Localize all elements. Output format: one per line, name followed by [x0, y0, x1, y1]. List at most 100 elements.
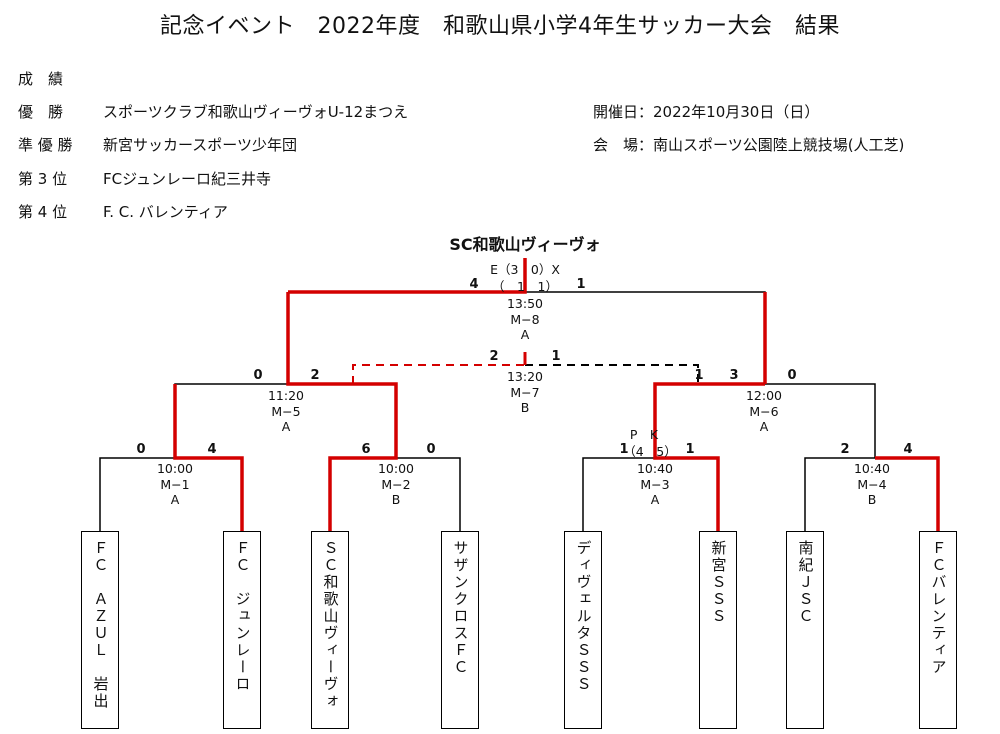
m3-left-score: 1: [619, 442, 629, 457]
winner-path-m8: [288, 258, 527, 294]
event-date: 開催日：2022年10月30日（日）: [593, 103, 820, 121]
m5-time: 11:20: [267, 388, 305, 403]
team-box-8: ＦＣバレンティア: [919, 531, 957, 729]
rank-label-3: 第 3 位: [18, 170, 68, 188]
m8-code: M−8: [510, 311, 540, 327]
bracket-line-m7-right: [525, 364, 699, 384]
bracket-lines-winner: [173, 258, 940, 531]
m5-right-score: 2: [310, 368, 320, 383]
m7-time: 13:20: [506, 369, 544, 384]
team-box-4: サザンクロスＦＣ: [441, 531, 479, 729]
rank-team-1: スポーツクラブ和歌山ヴィーヴォU-12まつえ: [103, 103, 409, 121]
team-name-6: 新宮ＳＳＳ: [709, 540, 728, 625]
m5-left-score: 0: [253, 368, 263, 383]
results-heading: 成 績: [18, 70, 64, 88]
m4-info: 10:40 M−4 B: [854, 461, 890, 508]
m1-code: M−1: [160, 476, 190, 492]
m6-time: 12:00: [745, 388, 783, 403]
team-name-3: ＳＣ和歌山ヴィーヴォ: [321, 540, 340, 710]
m8-right-score: 1: [576, 277, 586, 292]
bracket-line-m3-left: [582, 457, 655, 531]
m6-left-score-bracket: 1: [694, 368, 704, 383]
m7-info: 13:20 M−7 B: [507, 369, 543, 416]
team-box-2: ＦＣ ジュンレーロ: [223, 531, 261, 729]
team-name-2: ＦＣ ジュンレーロ: [233, 540, 252, 693]
team-box-6: 新宮ＳＳＳ: [699, 531, 737, 729]
m1-time: 10:00: [156, 461, 194, 476]
page-title: 記念イベント 2022年度 和歌山県小学4年生サッカー大会 結果: [160, 14, 840, 39]
m5-info: 11:20 M−5 A: [268, 388, 304, 435]
team-box-1: ＦＣ ＡＺＵＬ 岩出: [81, 531, 119, 729]
team-name-7: 南紀ＪＳＣ: [796, 540, 815, 625]
rank-label-2: 準 優 勝: [18, 136, 73, 154]
winner-path-m3: [653, 382, 765, 531]
m3-code: M−3: [640, 476, 670, 492]
m3-time: 10:40: [636, 461, 674, 476]
event-venue: 会 場：南山スポーツ公園陸上競技場(人工芝): [593, 136, 905, 154]
m8-extra-time: E（3 0）X: [490, 262, 560, 277]
bracket-lines-normal: [99, 291, 876, 531]
rank-team-2: 新宮サッカースポーツ少年団: [103, 136, 297, 154]
bracket-line-m1-left: [99, 457, 175, 531]
team-box-7: 南紀ＪＳＣ: [786, 531, 824, 729]
m6-right-score: 0: [787, 368, 797, 383]
team-box-3: ＳＣ和歌山ヴィーヴォ: [311, 531, 349, 729]
m4-time: 10:40: [853, 461, 891, 476]
winner-path-m2: [328, 382, 398, 531]
m2-code: M−2: [381, 476, 411, 492]
m4-right-score: 4: [903, 442, 913, 457]
m8-half-scores: （ 1 1）: [492, 279, 558, 294]
m2-right-score: 0: [426, 442, 436, 457]
m6-code: M−6: [749, 403, 779, 419]
m7-code: M−7: [510, 384, 540, 400]
m1-left-score: 0: [136, 442, 146, 457]
champion-label: SC和歌山ヴィーヴォ: [449, 235, 601, 254]
m2-info: 10:00 M−2 B: [378, 461, 414, 508]
rank-team-3: FCジュンレーロ紀三井寺: [103, 170, 272, 188]
m8-field: A: [520, 327, 530, 342]
m2-time: 10:00: [377, 461, 415, 476]
m7-left-score: 2: [489, 349, 499, 364]
m2-field: B: [391, 492, 401, 507]
m3-info: 10:40 M−3 A: [637, 461, 673, 508]
m7-field: B: [520, 400, 530, 415]
winner-path-m1: [173, 384, 244, 531]
m7-right-score: 1: [551, 349, 561, 364]
m8-time: 13:50: [506, 296, 544, 311]
m4-code: M−4: [857, 476, 887, 492]
m4-field: B: [867, 492, 877, 507]
m8-info: 13:50 M−8 A: [507, 296, 543, 343]
m1-field: A: [170, 492, 180, 507]
bracket-line-m6-right: [765, 383, 876, 458]
team-name-4: サザンクロスＦＣ: [451, 540, 470, 676]
m3-field: A: [650, 492, 660, 507]
winner-path-m7: [352, 364, 525, 384]
bracket-line-m4-left: [804, 457, 875, 531]
bracket-lines-m7-winner: [352, 364, 525, 384]
team-name-1: ＦＣ ＡＺＵＬ 岩出: [91, 540, 110, 710]
m1-right-score: 4: [207, 442, 217, 457]
team-name-8: ＦＣバレンティア: [929, 540, 948, 676]
bracket-line-m2-right: [396, 457, 461, 531]
bracket-lines-m7-dashed: [525, 364, 699, 384]
m2-left-score: 6: [361, 442, 371, 457]
team-box-5: ディヴェルタＳＳＳ: [564, 531, 602, 729]
rank-label-1: 優 勝: [18, 103, 64, 121]
m3-pk-score: （4 5）: [623, 444, 677, 459]
rank-label-4: 第 4 位: [18, 203, 68, 221]
m5-code: M−5: [271, 403, 301, 419]
m6-field: A: [759, 419, 769, 434]
m4-left-score: 2: [840, 442, 850, 457]
winner-path-m4: [875, 456, 940, 531]
m1-info: 10:00 M−1 A: [157, 461, 193, 508]
m3-pk-label: P K: [629, 427, 659, 442]
m6-left-score: 3: [729, 368, 739, 383]
team-name-5: ディヴェルタＳＳＳ: [574, 540, 593, 693]
m5-field: A: [281, 419, 291, 434]
m8-left-score: 4: [469, 277, 479, 292]
m6-info: 12:00 M−6 A: [746, 388, 782, 435]
winner-path-m5: [286, 292, 348, 386]
rank-team-4: F. C. バレンティア: [103, 203, 228, 221]
m3-right-score: 1: [685, 442, 695, 457]
